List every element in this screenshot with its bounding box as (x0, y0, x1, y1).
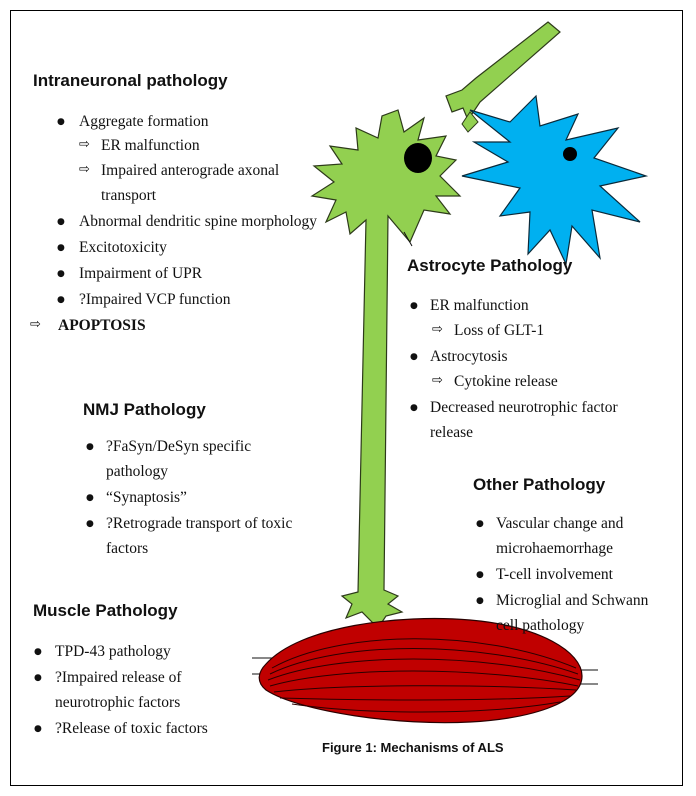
bullet-icon: ● (476, 570, 484, 580)
bullet-icon: ● (86, 519, 94, 529)
bullet-icon: ● (410, 403, 418, 413)
arrow-icon: ⇨ (30, 317, 41, 332)
other-heading: Other Pathology (473, 475, 605, 495)
bullet-icon: ● (57, 295, 65, 305)
bullet-icon: ● (476, 596, 484, 606)
muscle-item: ?Release of toxic factors (55, 717, 208, 741)
intraneuronal-item: transport (101, 184, 156, 208)
intraneuronal-item: Excitotoxicity (79, 236, 167, 260)
bullet-icon: ● (86, 442, 94, 452)
arrow-icon: ⇨ (432, 373, 443, 388)
arrow-icon: ⇨ (79, 162, 90, 177)
astrocyte-cell (462, 96, 646, 264)
figure-caption: Figure 1: Mechanisms of ALS (322, 740, 504, 755)
bullet-icon: ● (57, 269, 65, 279)
muscle-item: ?Impaired release of (55, 666, 182, 690)
bullet-icon: ● (410, 352, 418, 362)
arrow-icon: ⇨ (432, 322, 443, 337)
astrocyte-item: ER malfunction (430, 294, 529, 318)
bullet-icon: ● (57, 243, 65, 253)
muscle-item: TPD-43 pathology (55, 640, 171, 664)
nmj-item: ?FaSyn/DeSyn specific (106, 435, 251, 459)
neuron-body (312, 110, 460, 628)
other-item: Microglial and Schwann (496, 589, 648, 613)
astrocyte-nucleus (563, 147, 577, 161)
intraneuronal-item: Impairment of UPR (79, 262, 202, 286)
nmj-item: factors (106, 537, 148, 561)
bullet-icon: ● (57, 117, 65, 127)
intraneuronal-item: ?Impaired VCP function (79, 288, 231, 312)
intraneuronal-heading: Intraneuronal pathology (33, 71, 228, 91)
intraneuronal-item: ER malfunction (101, 134, 200, 158)
nmj-item: ?Retrograde transport of toxic (106, 512, 292, 536)
apoptosis-label: APOPTOSIS (58, 314, 146, 338)
neuron-nucleus (404, 143, 432, 173)
astrocyte-item: Astrocytosis (430, 345, 508, 369)
muscle-heading: Muscle Pathology (33, 601, 178, 621)
astrocyte-heading: Astrocyte Pathology (407, 256, 572, 276)
bullet-icon: ● (34, 724, 42, 734)
other-item: cell pathology (496, 614, 584, 638)
bullet-icon: ● (34, 673, 42, 683)
nmj-item: pathology (106, 460, 168, 484)
bullet-icon: ● (410, 301, 418, 311)
muscle-item: neurotrophic factors (55, 691, 180, 715)
astrocyte-item: Decreased neurotrophic factor (430, 396, 618, 420)
bullet-icon: ● (476, 519, 484, 529)
astrocyte-item: Loss of GLT-1 (454, 319, 544, 343)
nmj-item: “Synaptosis” (106, 486, 187, 510)
bullet-icon: ● (86, 493, 94, 503)
other-item: T-cell involvement (496, 563, 613, 587)
intraneuronal-item: Aggregate formation (79, 110, 209, 134)
intraneuronal-item: Impaired anterograde axonal (101, 159, 279, 183)
astrocyte-item: Cytokine release (454, 370, 558, 394)
nmj-heading: NMJ Pathology (83, 400, 206, 420)
bullet-icon: ● (57, 217, 65, 227)
other-item: microhaemorrhage (496, 537, 613, 561)
other-item: Vascular change and (496, 512, 623, 536)
neuron-dendrite (446, 22, 560, 120)
arrow-icon: ⇨ (79, 137, 90, 152)
intraneuronal-item: Abnormal dendritic spine morphology (79, 210, 317, 234)
bullet-icon: ● (34, 647, 42, 657)
astrocyte-item: release (430, 421, 473, 445)
